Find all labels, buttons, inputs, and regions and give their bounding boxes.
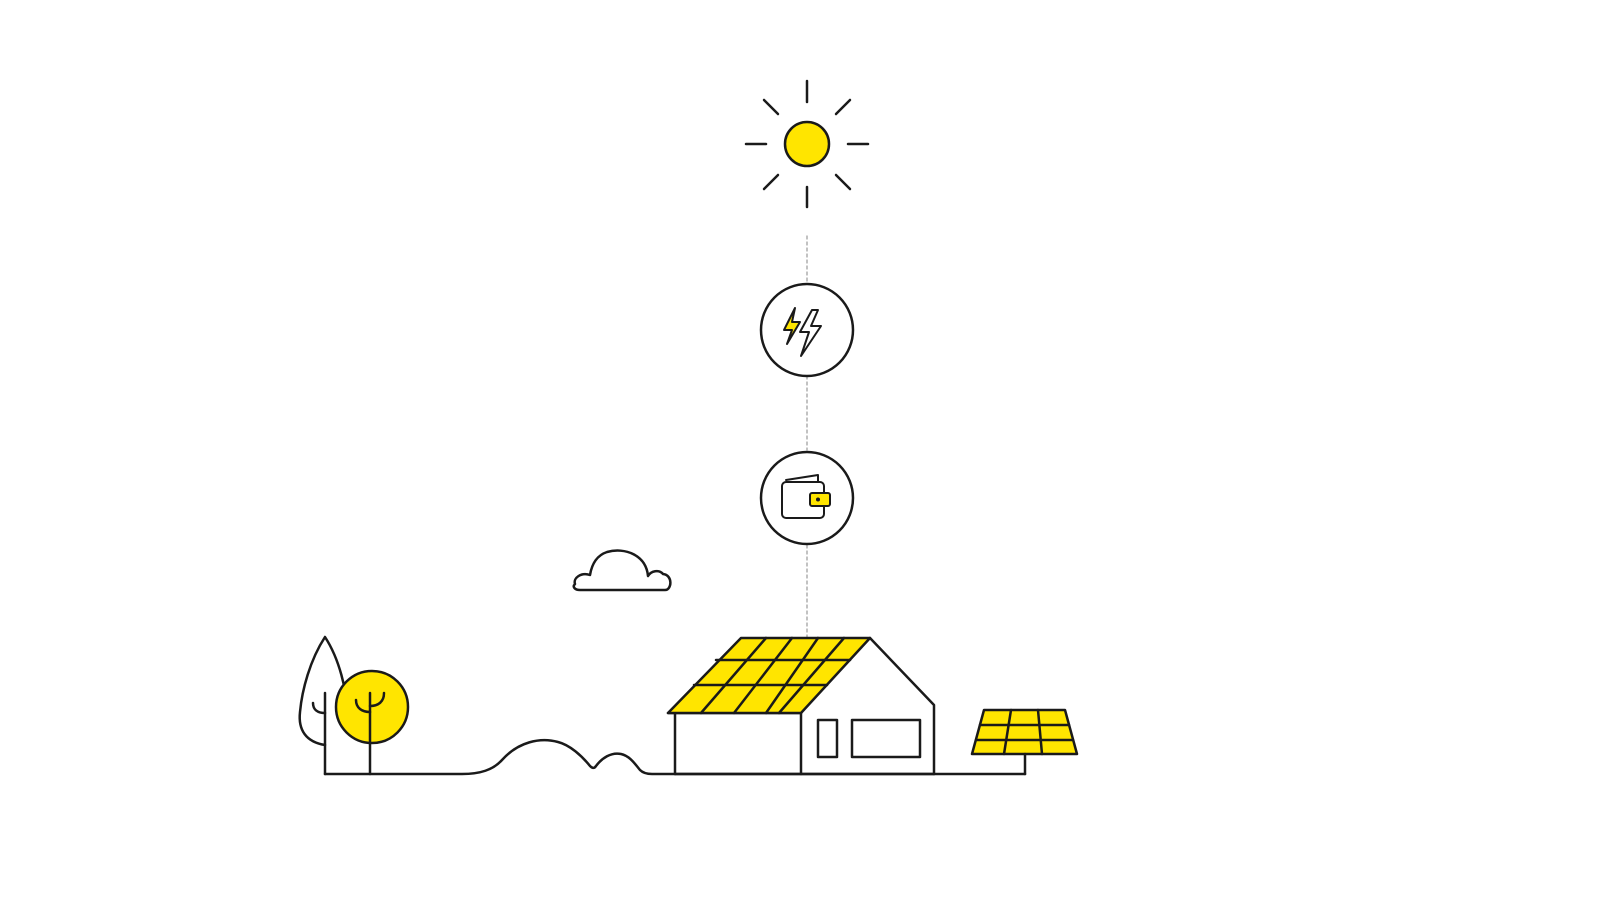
trees-icon [298,635,410,776]
wallet-icon [759,450,855,546]
solar-panel-icon [970,708,1079,776]
house-with-solar-roof [666,636,936,776]
ground-line [323,738,1027,776]
lightning-bolts-icon [759,282,855,378]
sun-icon [744,79,870,209]
cloud-icon [572,549,672,592]
